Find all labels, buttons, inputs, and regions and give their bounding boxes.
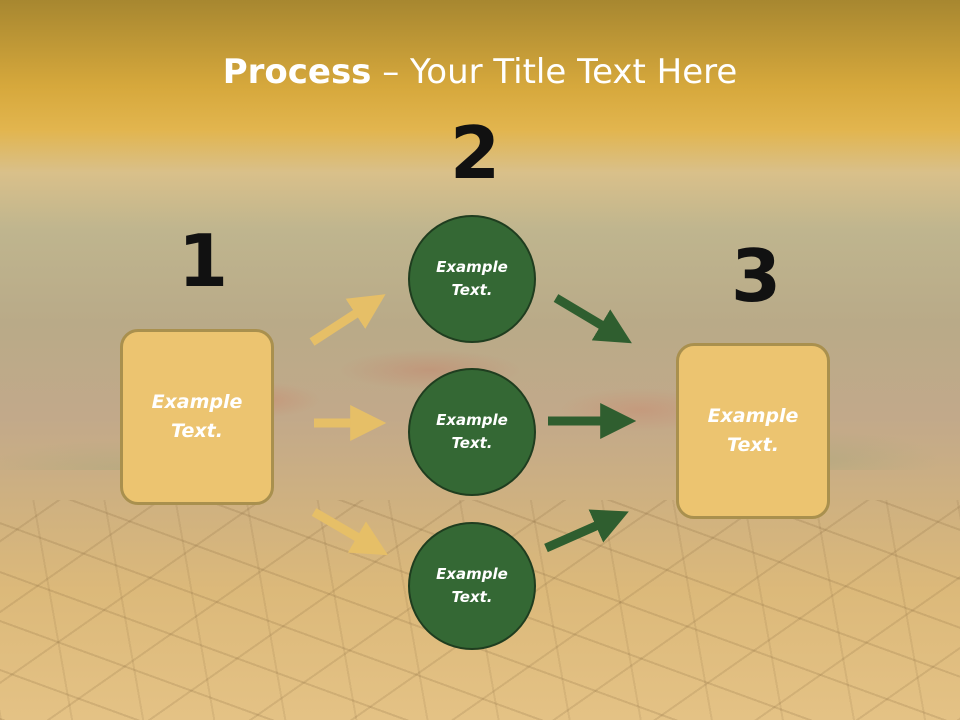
left-box-text: Example Text.: [151, 391, 243, 442]
title-bold: Process: [222, 52, 372, 92]
right-box: Example Text.: [676, 343, 830, 519]
arrow-left-to-bottom: [311, 508, 388, 556]
arrow-top-to-right: [553, 294, 632, 344]
circle-bottom-text: Example Text.: [436, 565, 508, 606]
circle-top-text: Example Text.: [436, 258, 508, 299]
title-rest: – Your Title Text Here: [371, 52, 738, 92]
slide-title: Process – Your Title Text Here: [0, 52, 960, 92]
circle-middle: Example Text.: [408, 368, 536, 496]
arrow-bottom-to-right: [544, 509, 629, 553]
circle-middle-text: Example Text.: [436, 411, 508, 452]
arrow-left-to-top: [309, 294, 386, 346]
step-number-2: 2: [450, 111, 501, 195]
circle-top: Example Text.: [408, 215, 536, 343]
right-box-text: Example Text.: [707, 405, 799, 456]
left-box: Example Text.: [120, 329, 274, 505]
circle-bottom: Example Text.: [408, 522, 536, 650]
step-number-1: 1: [178, 219, 229, 303]
step-number-3: 3: [731, 234, 782, 318]
